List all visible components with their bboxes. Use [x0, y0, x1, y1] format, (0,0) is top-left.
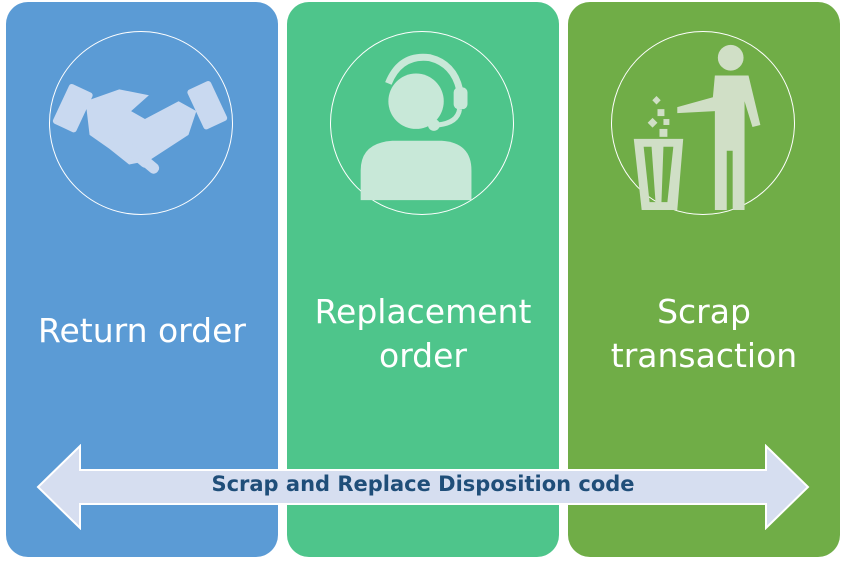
- scrap-transaction-panel: Scrap transaction: [568, 2, 840, 557]
- label-line-2: order: [379, 336, 467, 375]
- disposition-code-label: Scrap and Replace Disposition code: [211, 472, 635, 496]
- label-line-1: Scrap: [657, 292, 751, 331]
- label-line-2: transaction: [610, 336, 798, 375]
- scrap-transaction-label: Scrap transaction: [568, 290, 840, 378]
- replacement-order-panel: Replacement order: [287, 2, 559, 557]
- double-arrow: [36, 444, 810, 530]
- return-order-panel: Return order: [6, 2, 278, 557]
- handshake-icon: [49, 31, 233, 215]
- return-order-label: Return order: [38, 311, 246, 350]
- replacement-order-label: Replacement order: [287, 290, 559, 378]
- label-line-1: Replacement: [314, 292, 532, 331]
- headset-agent-icon: [330, 31, 514, 215]
- trash-disposal-icon: [611, 31, 795, 215]
